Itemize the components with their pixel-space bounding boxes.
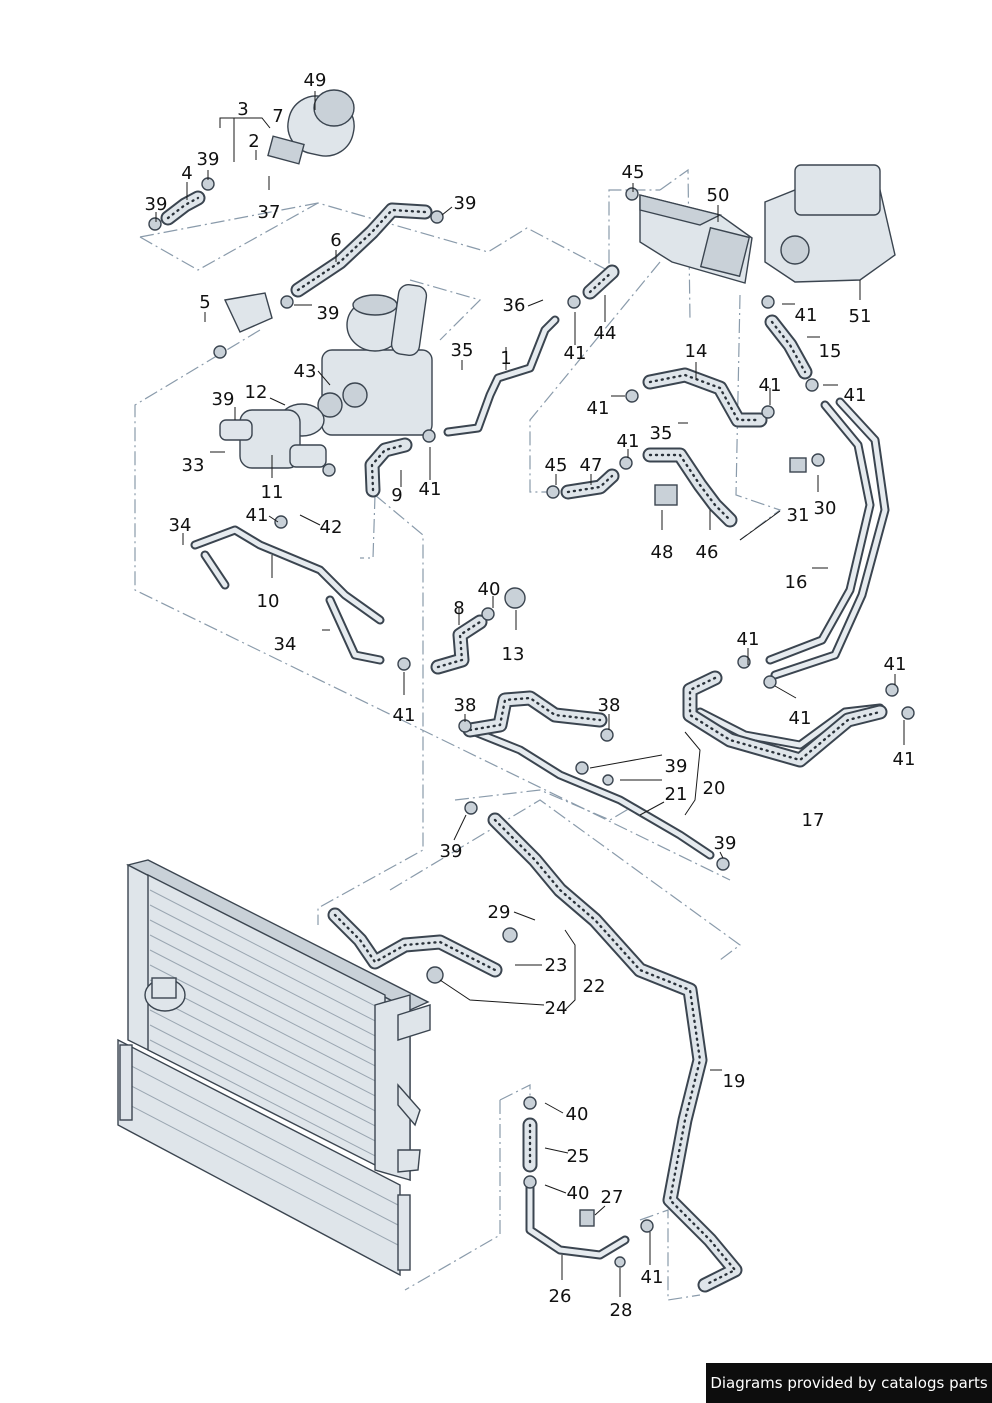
callout-48: 48 [650, 542, 674, 563]
callout-11: 11 [260, 482, 284, 503]
hose-4 [160, 190, 206, 226]
callout-37: 37 [257, 202, 281, 223]
callout-41: 41 [418, 479, 442, 500]
radiator-core-fins [149, 889, 384, 1161]
callout-17: 17 [801, 810, 825, 831]
callout-41: 41 [892, 749, 916, 770]
assembly-guide-lines [134, 168, 782, 1301]
hose-8 [430, 614, 488, 675]
callout-4: 4 [181, 163, 193, 184]
callout-43: 43 [293, 361, 317, 382]
callout-39: 39 [196, 149, 220, 170]
callout-41: 41 [392, 705, 416, 726]
callout-14: 14 [684, 341, 708, 362]
callout-1: 1 [500, 348, 512, 369]
callout-40: 40 [477, 579, 501, 600]
callout-34: 34 [273, 634, 297, 655]
callout-24: 24 [544, 998, 568, 1019]
callout-41: 41 [788, 708, 812, 729]
callout-39: 39 [316, 303, 340, 324]
hose-20 [462, 690, 608, 738]
callout-41: 41 [794, 305, 818, 326]
callout-39: 39 [211, 389, 235, 410]
hose-14 [642, 367, 768, 428]
callout-50: 50 [706, 185, 730, 206]
callout-12: 12 [244, 382, 268, 403]
callout-46: 46 [695, 542, 719, 563]
callout-9: 9 [391, 485, 403, 506]
callout-20: 20 [702, 778, 726, 799]
callout-30: 30 [813, 498, 837, 519]
callout-34: 34 [168, 515, 192, 536]
hose-clamps [148, 177, 915, 1268]
callout-5: 5 [199, 292, 211, 313]
hose-15 [764, 314, 813, 380]
callout-40: 40 [566, 1183, 590, 1204]
callout-36: 36 [502, 295, 526, 316]
callout-8: 8 [453, 598, 465, 619]
callout-2: 2 [248, 131, 260, 152]
callout-41: 41 [563, 343, 587, 364]
coolant-hoses [160, 190, 888, 1293]
callout-41: 41 [758, 375, 782, 396]
callout-39: 39 [439, 841, 463, 862]
callout-38: 38 [597, 695, 621, 716]
hose-17 [682, 670, 888, 768]
hose-19 [487, 812, 743, 1293]
callout-41: 41 [586, 398, 610, 419]
footer-credit: Diagrams provided by catalogs parts [706, 1363, 992, 1403]
callout-44: 44 [593, 323, 617, 344]
callout-35: 35 [450, 340, 474, 361]
callout-25: 25 [566, 1146, 590, 1167]
callout-47: 47 [579, 455, 603, 476]
callout-16: 16 [784, 572, 808, 593]
callout-31: 31 [786, 505, 810, 526]
callout-33: 33 [181, 455, 205, 476]
callout-41: 41 [640, 1267, 664, 1288]
hose-1 [443, 315, 560, 437]
callout-41: 41 [843, 385, 867, 406]
callout-45: 45 [621, 162, 645, 183]
callout-41: 41 [883, 654, 907, 675]
callout-26: 26 [548, 1286, 572, 1307]
callout-41: 41 [736, 629, 760, 650]
callout-22: 22 [582, 976, 606, 997]
callout-40: 40 [565, 1104, 589, 1125]
callout-13: 13 [501, 644, 525, 665]
callout-10: 10 [256, 591, 280, 612]
callout-28: 28 [609, 1300, 633, 1321]
hose-9 [364, 437, 413, 498]
footer-credit-text: Diagrams provided by catalogs parts [710, 1374, 988, 1392]
callout-27: 27 [600, 1187, 624, 1208]
callout-51: 51 [848, 306, 872, 327]
callout-39: 39 [664, 756, 688, 777]
callout-3: 3 [237, 99, 249, 120]
hose-23 [327, 907, 503, 978]
hose-44 [582, 264, 620, 300]
callout-49: 49 [303, 70, 327, 91]
callout-38: 38 [453, 695, 477, 716]
hose-46 [642, 447, 738, 528]
callout-45: 45 [544, 455, 568, 476]
callout-7: 7 [272, 106, 284, 127]
callout-39: 39 [453, 193, 477, 214]
callout-42: 42 [319, 517, 343, 538]
callout-23: 23 [544, 955, 568, 976]
callout-15: 15 [818, 341, 842, 362]
hose-6 [290, 202, 433, 298]
hose-47 [560, 468, 620, 500]
callout-leader-lines [155, 91, 905, 1297]
radiator [117, 859, 431, 1277]
coolant-components [190, 89, 896, 1260]
callout-29: 29 [487, 902, 511, 923]
callout-41: 41 [245, 505, 269, 526]
callout-39: 39 [713, 833, 737, 854]
callout-19: 19 [722, 1071, 746, 1092]
callout-41: 41 [616, 431, 640, 452]
callout-35: 35 [649, 423, 673, 444]
callout-6: 6 [330, 230, 342, 251]
callout-21: 21 [664, 784, 688, 805]
callout-39: 39 [144, 194, 168, 215]
